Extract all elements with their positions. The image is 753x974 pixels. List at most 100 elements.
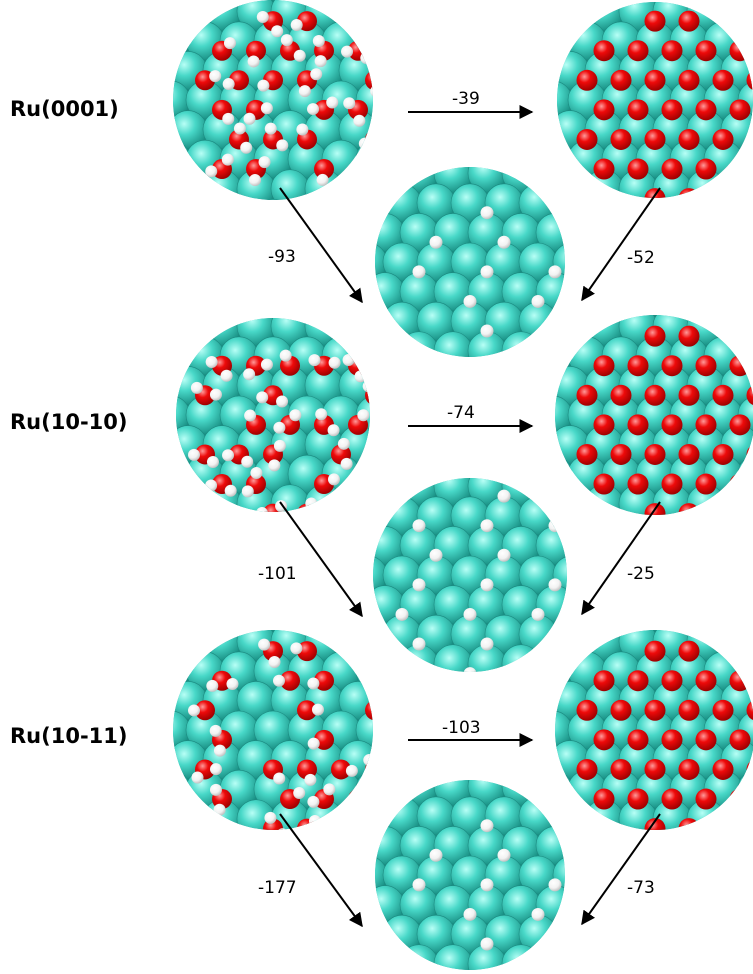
- o-atom: [695, 729, 717, 751]
- h-atom: [249, 173, 262, 186]
- h-atom: [463, 667, 477, 672]
- o-atom: [627, 414, 649, 436]
- h-atom: [279, 349, 292, 362]
- o-atom: [644, 758, 666, 780]
- o-atom: [746, 699, 753, 721]
- h-atom: [480, 878, 494, 892]
- h-atom: [463, 907, 477, 921]
- o-atom: [365, 444, 370, 465]
- h-atom: [350, 488, 363, 501]
- o-atom: [610, 384, 632, 406]
- h-atom: [310, 68, 323, 81]
- h-atom: [241, 455, 254, 468]
- h-atom: [412, 878, 426, 892]
- h-atom: [328, 356, 341, 369]
- h-atom: [480, 819, 494, 833]
- h-atom: [276, 139, 289, 152]
- o-atom: [729, 40, 751, 62]
- h-atom: [209, 70, 222, 83]
- panel-ru0001: Ru(0001) -39 -93 -52: [10, 0, 753, 357]
- o-atom: [593, 473, 615, 495]
- h-atom: [480, 637, 494, 651]
- o-atom: [348, 474, 368, 495]
- h-atom: [271, 25, 284, 38]
- h-atom: [298, 85, 311, 98]
- h-atom: [243, 368, 256, 381]
- h-atom: [276, 828, 289, 830]
- h-atom: [223, 37, 236, 50]
- o-atom: [627, 729, 649, 751]
- h-atom: [264, 122, 277, 135]
- o-atom: [661, 414, 683, 436]
- h-atom: [244, 409, 257, 422]
- ru-atom: [433, 331, 473, 357]
- h-atom: [293, 786, 306, 799]
- h-atom: [341, 45, 354, 58]
- h-atom: [222, 112, 235, 125]
- h-atom: [531, 607, 545, 621]
- h-atom: [224, 484, 237, 497]
- h-atom: [327, 473, 340, 486]
- h-atom: [316, 173, 329, 186]
- ru-atom: [555, 769, 573, 809]
- ru-atom: [253, 199, 293, 200]
- h-atom: [268, 459, 281, 472]
- h-atom: [548, 519, 562, 533]
- h-atom: [363, 754, 373, 767]
- o-atom: [729, 355, 751, 377]
- o-atom: [627, 473, 649, 495]
- energy-label-to-o: -103: [442, 718, 481, 738]
- h-atom: [345, 764, 358, 777]
- h-atom: [209, 388, 222, 401]
- o-atom: [661, 670, 683, 692]
- o-atom: [644, 503, 666, 515]
- h-atom: [240, 141, 253, 154]
- o-atom: [746, 384, 753, 406]
- o-atom: [593, 670, 615, 692]
- o-atom: [678, 443, 700, 465]
- h-atom: [480, 265, 494, 279]
- h-atom: [463, 607, 477, 621]
- h-atom: [412, 578, 426, 592]
- o-atom: [678, 69, 700, 91]
- h-atom: [497, 235, 511, 249]
- o-atom: [644, 69, 666, 91]
- o-atom: [576, 758, 598, 780]
- arrow-reactant-to-h: [279, 813, 363, 928]
- o-atom: [593, 355, 615, 377]
- ru-atom: [552, 855, 565, 895]
- o-atom: [678, 384, 700, 406]
- o-atom: [661, 788, 683, 810]
- o-atom: [263, 818, 283, 830]
- o-atom: [576, 384, 598, 406]
- o-atom: [593, 99, 615, 121]
- o-atom: [610, 699, 632, 721]
- h-atom: [304, 773, 317, 786]
- hydrogen-product-surface-image: [375, 780, 565, 970]
- o-atom: [729, 414, 751, 436]
- h-atom: [480, 324, 494, 338]
- h-atom: [429, 548, 443, 562]
- h-atom: [250, 467, 263, 480]
- h-atom: [190, 381, 203, 394]
- o-atom: [246, 40, 266, 61]
- h-atom: [354, 370, 367, 383]
- h-atom: [273, 772, 286, 785]
- h-atom: [273, 421, 286, 434]
- oxygen-product-surface-image: [555, 315, 753, 515]
- h-atom: [305, 497, 318, 510]
- o-atom: [576, 69, 598, 91]
- o-atom: [610, 443, 632, 465]
- o-atom: [661, 355, 683, 377]
- o-atom: [729, 158, 751, 180]
- h-atom: [531, 294, 545, 308]
- o-atom: [365, 700, 373, 721]
- arrow-o-to-h: [581, 187, 661, 302]
- h-atom: [340, 457, 353, 470]
- ru-atom: [433, 644, 473, 672]
- h-atom: [205, 165, 218, 178]
- ru-atom: [501, 331, 541, 357]
- ru-atom: [635, 829, 675, 830]
- o-atom: [610, 128, 632, 150]
- h-atom: [323, 783, 336, 796]
